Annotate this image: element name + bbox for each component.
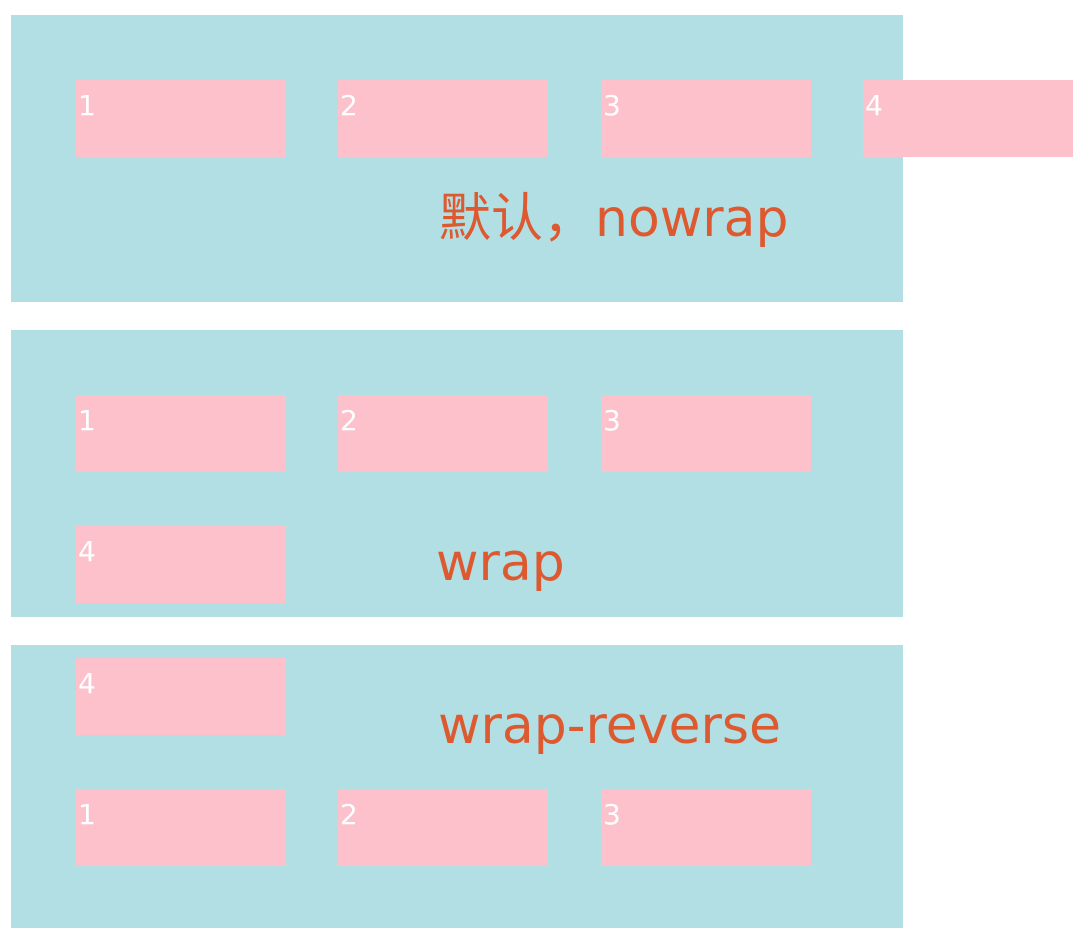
flex-item-2: 2 xyxy=(338,789,548,866)
panel-nowrap: 1 2 3 4 默认，nowrap xyxy=(11,15,1073,302)
item-number: 2 xyxy=(340,89,358,122)
item-number: 3 xyxy=(603,798,621,831)
item-number: 2 xyxy=(340,404,358,437)
caption-wrap-reverse: wrap-reverse xyxy=(438,696,782,756)
item-number: 1 xyxy=(78,798,96,831)
flex-item-3: 3 xyxy=(601,395,811,472)
flex-item-1: 1 xyxy=(76,80,286,157)
item-number: 3 xyxy=(603,404,621,437)
item-number: 4 xyxy=(78,535,96,568)
item-number: 2 xyxy=(340,798,358,831)
flex-item-3: 3 xyxy=(601,789,811,866)
flex-item-4-overflow: 4 xyxy=(863,80,1073,157)
flex-item-2: 2 xyxy=(338,395,548,472)
item-number: 1 xyxy=(78,404,96,437)
caption-nowrap: 默认，nowrap xyxy=(439,189,789,249)
flex-item-4: 4 xyxy=(76,526,286,603)
panel-wrap-reverse: 4 wrap-reverse 1 2 3 xyxy=(11,645,903,928)
flex-item-3: 3 xyxy=(601,80,811,157)
flex-item-4: 4 xyxy=(76,658,286,735)
panel-wrap: 1 2 3 4 wrap xyxy=(11,330,903,617)
item-number: 4 xyxy=(78,667,96,700)
item-number: 4 xyxy=(865,89,883,122)
caption-wrap: wrap xyxy=(436,533,565,593)
item-number: 1 xyxy=(78,89,96,122)
flex-item-1: 1 xyxy=(76,789,286,866)
flex-item-1: 1 xyxy=(76,395,286,472)
flex-item-2: 2 xyxy=(338,80,548,157)
item-number: 3 xyxy=(603,89,621,122)
